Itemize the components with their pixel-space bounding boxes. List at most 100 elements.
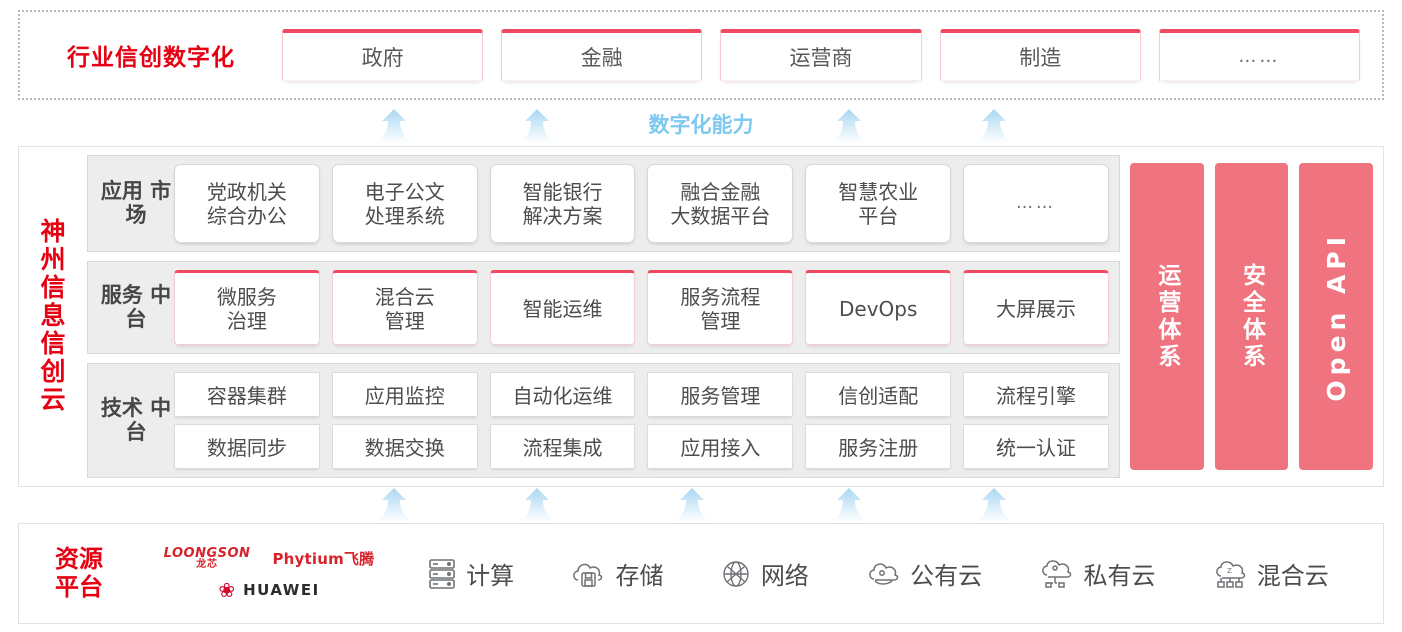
cloud-title-c0: 神: [40, 216, 66, 246]
tech-card-automated-ops[interactable]: 自动化运维: [489, 372, 636, 417]
cloud-title-c3: 息: [40, 300, 66, 330]
pillar-operations-system[interactable]: 运营体系: [1130, 163, 1204, 470]
tech-card-container-cluster[interactable]: 容器集群: [174, 372, 320, 417]
resource-item-network[interactable]: 网络: [720, 556, 809, 591]
industry-card-more[interactable]: ……: [1158, 29, 1361, 81]
industry-card-manufacturing[interactable]: 制造: [939, 29, 1141, 81]
tech-card-process-engine[interactable]: 流程引擎: [963, 372, 1109, 417]
service-platform-items: 微服务 治理 混合云 管理 智能运维 服务流程 管理 DevOps 大屏展示: [174, 270, 1109, 345]
loongson-logo-cn: 龙芯: [196, 559, 219, 570]
tech-card-unified-auth[interactable]: 统一认证: [963, 424, 1109, 469]
pillar-label: 安全体系: [1238, 262, 1265, 371]
resource-platform-title: 资源 平台: [19, 544, 139, 602]
capability-label: 数字化能力: [648, 113, 754, 137]
up-arrow-icon: [973, 108, 1015, 144]
tech-card-service-registry[interactable]: 服务注册: [805, 424, 952, 469]
phytium-logo: Phytium飞腾: [272, 550, 375, 568]
resource-item-storage[interactable]: 存储: [570, 556, 663, 591]
hybrid-cloud-icon: Z: [1212, 558, 1248, 590]
private-cloud-icon: [1038, 558, 1074, 590]
resource-item-compute[interactable]: 计算: [427, 556, 514, 591]
cloud-section-title: 神 州 信 息 信 创 云: [19, 147, 87, 486]
application-market-items: 党政机关 综合办公 电子公文 处理系统 智能银行 解决方案 融合金融 大数据平台…: [174, 164, 1109, 243]
layer-service-platform: 服务 中台 微服务 治理 混合云 管理 智能运维 服务流程 管理 DevOps …: [87, 261, 1120, 354]
up-arrow-icon: [373, 487, 415, 523]
resource-title-line2: 平台: [55, 572, 103, 601]
technology-platform-grid: 容器集群 应用监控 自动化运维 服务管理 信创适配 流程引擎 数据同步 数据交换…: [174, 372, 1109, 469]
pillar-open-api[interactable]: Open API: [1299, 163, 1374, 470]
up-arrow-icon: [828, 487, 870, 523]
app-card-smart-agriculture[interactable]: 智慧农业 平台: [805, 164, 952, 243]
capability-arrow-gap: 数字化能力: [18, 102, 1384, 144]
cloud-storage-icon: [570, 558, 606, 590]
layer-label-service-platform: 服务 中台: [100, 282, 172, 331]
resource-platform-section: 资源 平台 LOONGSON 龙芯 Phytium飞腾 ❀ HUAWEI: [18, 523, 1384, 624]
tech-card-service-management[interactable]: 服务管理: [647, 372, 794, 417]
cloud-title-c5: 创: [40, 356, 66, 386]
app-card-government-office[interactable]: 党政机关 综合办公: [174, 164, 320, 243]
layer-label-technology-platform: 技术 中台: [100, 395, 172, 444]
industry-card-finance[interactable]: 金融: [501, 29, 703, 81]
industry-card-label: 金融: [580, 45, 623, 70]
up-arrow-icon: [671, 487, 713, 523]
svc-card-service-process-management[interactable]: 服务流程 管理: [647, 270, 794, 345]
layer-label-application-market: 应用 市场: [100, 178, 172, 227]
industry-card-label: 运营商: [789, 45, 853, 70]
tech-card-xinchuang-adaptation[interactable]: 信创适配: [805, 372, 952, 417]
tech-card-data-exchange[interactable]: 数据交换: [331, 424, 478, 469]
vendor-logo-group: LOONGSON 龙芯 Phytium飞腾 ❀ HUAWEI: [139, 547, 399, 600]
resource-item-private-cloud[interactable]: 私有云: [1038, 556, 1155, 591]
technology-row: 数据同步 数据交换 流程集成 应用接入 服务注册 统一认证: [174, 424, 1109, 469]
tech-card-data-sync[interactable]: 数据同步: [174, 424, 320, 469]
cloud-side-pillars: 运营体系 安全体系 Open API: [1128, 155, 1374, 478]
pillar-security-system[interactable]: 安全体系: [1214, 163, 1289, 470]
industry-card-government[interactable]: 政府: [282, 29, 484, 81]
tech-card-app-monitoring[interactable]: 应用监控: [331, 372, 478, 417]
server-icon: [427, 557, 457, 591]
pillar-label: Open API: [1321, 231, 1351, 402]
resource-item-label: 混合云: [1256, 562, 1329, 590]
loongson-logo-en: LOONGSON: [163, 546, 251, 561]
industry-card-label: 制造: [1019, 45, 1062, 70]
resource-item-label: 网络: [760, 562, 809, 590]
huawei-logo-text: HUAWEI: [243, 581, 320, 599]
pillar-label: 运营体系: [1153, 262, 1180, 371]
cloud-body: 应用 市场 党政机关 综合办公 电子公文 处理系统 智能银行 解决方案 融合金融…: [87, 147, 1383, 486]
svc-card-devops[interactable]: DevOps: [805, 270, 952, 345]
app-card-edoc-system[interactable]: 电子公文 处理系统: [331, 164, 478, 243]
app-card-more[interactable]: ……: [963, 164, 1109, 243]
huawei-flower-icon: ❀: [218, 578, 236, 602]
industry-card-label: ……: [1238, 46, 1281, 67]
app-card-finance-bigdata[interactable]: 融合金融 大数据平台: [647, 164, 794, 243]
resource-item-label: 存储: [615, 562, 664, 590]
up-arrow-icon: [373, 108, 415, 144]
resource-item-label: 公有云: [910, 562, 983, 590]
industry-card-telecom[interactable]: 运营商: [720, 29, 922, 81]
resource-item-public-cloud[interactable]: 公有云: [865, 556, 982, 591]
svc-card-large-screen-display[interactable]: 大屏展示: [963, 270, 1109, 345]
public-cloud-icon: [865, 559, 901, 589]
resource-item-label: 计算: [466, 562, 515, 590]
resource-title-line1: 资源: [55, 544, 103, 573]
vendor-logo-row: LOONGSON 龙芯 Phytium飞腾: [164, 547, 375, 570]
tech-card-process-integration[interactable]: 流程集成: [489, 424, 636, 469]
cloud-title-c2: 信: [40, 272, 66, 302]
layer-application-market: 应用 市场 党政机关 综合办公 电子公文 处理系统 智能银行 解决方案 融合金融…: [87, 155, 1120, 252]
resource-item-label: 私有云: [1083, 562, 1156, 590]
up-arrow-icon: [516, 487, 558, 523]
up-arrow-icon: [973, 487, 1015, 523]
layer-technology-platform: 技术 中台 容器集群 应用监控 自动化运维 服务管理 信创适配 流程引擎 数据同…: [87, 363, 1120, 478]
industry-band: 行业信创数字化 政府 金融 运营商 制造 ……: [18, 10, 1384, 100]
app-card-smart-bank[interactable]: 智能银行 解决方案: [489, 164, 636, 243]
cloud-title-c1: 州: [40, 244, 66, 274]
industry-card-label: 政府: [361, 45, 404, 70]
loongson-logo: LOONGSON 龙芯: [164, 547, 251, 570]
industry-band-title: 行业信创数字化: [67, 45, 235, 71]
svc-card-intelligent-ops[interactable]: 智能运维: [489, 270, 636, 345]
resource-item-hybrid-cloud[interactable]: Z 混合云: [1212, 556, 1329, 591]
cloud-title-c4: 信: [40, 328, 66, 358]
tech-card-app-access[interactable]: 应用接入: [647, 424, 794, 469]
svc-card-hybrid-cloud-management[interactable]: 混合云 管理: [331, 270, 478, 345]
svc-card-microservice-governance[interactable]: 微服务 治理: [174, 270, 320, 345]
cloud-title-c6: 云: [40, 384, 66, 414]
